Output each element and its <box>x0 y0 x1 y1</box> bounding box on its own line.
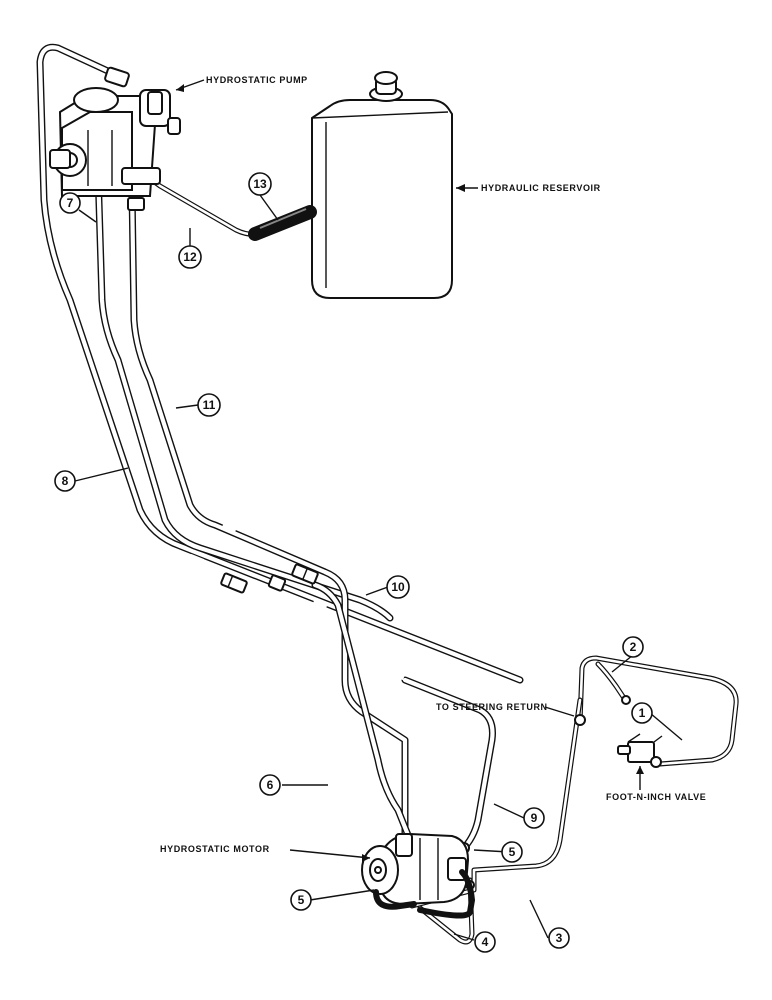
hose-5 <box>373 869 476 919</box>
callout-6-text: 6 <box>267 778 274 792</box>
tube-4 <box>417 877 475 945</box>
callout-4-text: 4 <box>482 935 489 949</box>
callout-1: 1 <box>631 702 653 724</box>
callout-5b: 5 <box>290 889 312 911</box>
tube-3 <box>409 697 583 909</box>
tube-8 <box>36 43 524 684</box>
callout-5a-text: 5 <box>509 845 516 859</box>
tube-9 <box>401 676 496 854</box>
callout-13-text: 13 <box>253 177 267 191</box>
hydrostatic-motor-label: HYDROSTATIC MOTOR <box>160 844 270 854</box>
callout-6: 6 <box>259 774 281 796</box>
hydrostatic-pump-label: HYDROSTATIC PUMP <box>206 75 308 85</box>
callout-10-text: 10 <box>391 580 405 594</box>
callout-leaders <box>74 194 683 941</box>
foot-n-inch-valve-label: FOOT-N-INCH VALVE <box>606 792 706 802</box>
callout-9: 9 <box>523 807 545 829</box>
callout-4: 4 <box>474 931 496 953</box>
callout-2-text: 2 <box>630 640 637 654</box>
callout-12: 12 <box>178 245 202 269</box>
hose-13 <box>248 205 317 241</box>
callout-11-text: 11 <box>203 398 216 412</box>
hydraulic-reservoir <box>311 71 453 299</box>
callout-12-text: 12 <box>183 250 197 264</box>
tube-10 <box>311 581 414 844</box>
tube-2 <box>577 655 739 767</box>
callout-5b-text: 5 <box>298 893 305 907</box>
tube-11 <box>128 186 409 854</box>
hydraulic-reservoir-label: HYDRAULIC RESERVOIR <box>481 183 601 193</box>
callout-11: 11 <box>197 393 221 417</box>
callout-9-text: 9 <box>531 811 538 825</box>
to-steering-return-label: TO STEERING RETURN <box>436 702 548 712</box>
callout-3: 3 <box>548 927 570 949</box>
label-leaders <box>175 79 644 862</box>
hydrostatic-pump <box>49 66 181 211</box>
callout-8: 8 <box>54 470 76 492</box>
tube-break-marks <box>185 517 409 681</box>
callout-13: 13 <box>248 172 272 196</box>
callout-3-text: 3 <box>556 931 563 945</box>
callout-7-text: 7 <box>67 196 74 210</box>
callout-5a: 5 <box>501 841 523 863</box>
callout-7: 7 <box>59 192 81 214</box>
callout-10: 10 <box>386 575 410 599</box>
foot-n-inch-valve <box>617 733 663 768</box>
callout-8-text: 8 <box>62 474 69 488</box>
callout-2: 2 <box>622 636 644 658</box>
hydrostatic-motor <box>361 832 470 906</box>
tube-7 <box>94 166 394 622</box>
callout-1-text: 1 <box>639 706 646 720</box>
